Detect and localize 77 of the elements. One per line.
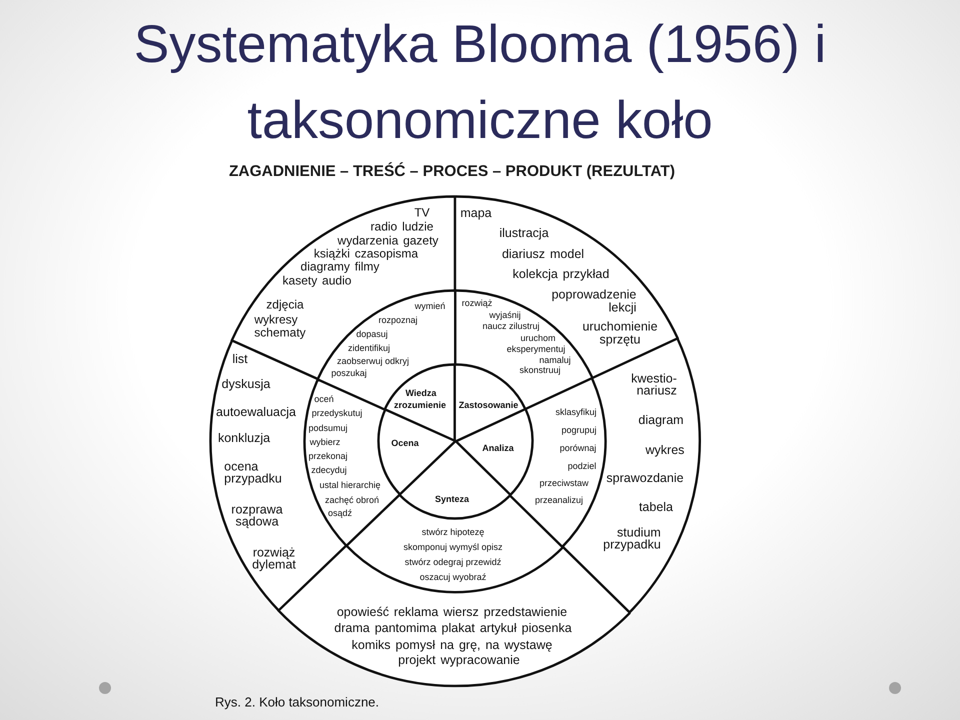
subheading: ZAGADNIENIE – TREŚĆ – PROCES – PRODUKT (REZULTAT) <box>228 163 676 181</box>
figure-caption: Rys. 2. Koło taksonomiczne. <box>215 696 380 710</box>
verb-label: ustal hierarchię <box>319 480 381 490</box>
verb-label: rozpoznaj <box>378 314 418 326</box>
verb-label: pogrupuj <box>561 424 596 436</box>
verb-label: dopasuj <box>356 328 388 340</box>
verb-label: przeciwstaw <box>539 478 588 488</box>
product-label: kwestio- nariusz <box>631 372 677 398</box>
verb-label: uruchom <box>520 332 556 344</box>
product-label: rozwiąż dylemat <box>252 546 296 572</box>
slide-title: Systematyka Blooma (1956) i taksonomiczne koło <box>132 14 828 152</box>
verb-label: wymień <box>414 300 446 312</box>
product-label: mapa <box>460 206 492 220</box>
product-label: uruchomienie sprzętu <box>582 320 658 346</box>
verb-label: wybierz <box>310 436 340 448</box>
product-label: książki czasopisma <box>314 247 418 261</box>
product-label: radio ludzie <box>370 220 434 234</box>
verb-label: przedyskutuj <box>312 408 362 418</box>
verb-label: porównaj <box>560 442 596 454</box>
product-label: dyskusja <box>222 376 270 391</box>
verb-label: naucz zilustruj <box>482 320 540 332</box>
wheel-sector <box>316 288 456 381</box>
verb-label: poszukaj <box>331 368 367 378</box>
level-label: Ocena <box>391 438 419 448</box>
product-label: drama pantomima plakat artykuł piosenka <box>334 620 572 635</box>
product-label: rozprawa sądowa <box>231 503 283 528</box>
product-label: opowieść reklama wiersz przedstawienie <box>336 604 568 619</box>
wheel-sector <box>230 194 456 342</box>
product-label: ocena przypadku <box>224 460 282 486</box>
verb-label: podsumuj <box>308 422 348 434</box>
level-label: Wiedza <box>406 388 436 398</box>
verb-label: osądź <box>328 508 352 518</box>
product-label: schematy <box>254 326 306 340</box>
product-label: autoewaluacja <box>216 404 296 419</box>
product-label: ilustracja <box>499 226 549 240</box>
product-label: diariusz model <box>502 247 584 261</box>
product-label: tabela <box>638 500 674 514</box>
level-label: Synteza <box>434 494 469 504</box>
product-label: kasety audio <box>282 274 352 288</box>
product-label: wykres <box>646 442 684 457</box>
verb-label: oszacuj wyobraź <box>420 572 486 582</box>
verb-label: przeanalizuj <box>534 494 583 506</box>
product-label: wykresy <box>254 313 298 327</box>
level-label: Analiza <box>482 442 514 454</box>
verb-label: stwórz hipotezę <box>422 526 484 538</box>
verb-label: zaobserwuj odkryj <box>336 356 409 366</box>
product-label: kolekcja przykład <box>512 267 610 281</box>
level-label: zrozumienie <box>394 400 446 410</box>
product-label: diagram <box>638 412 684 427</box>
verb-label: namaluj <box>539 354 571 366</box>
verb-label: oceń <box>314 394 334 404</box>
wheel-sector <box>302 378 386 547</box>
verb-label: skomponuj wymyśl opisz <box>403 542 502 552</box>
product-label: projekt wypracowanie <box>398 652 520 667</box>
product-label: diagramy filmy <box>300 260 380 274</box>
verb-label: sklasyfikuj <box>555 406 596 418</box>
product-label: wydarzenia gazety <box>338 234 438 248</box>
product-label: TV <box>414 206 430 220</box>
verb-label: stwórz odegraj przewidź <box>404 556 502 568</box>
product-label: poprowadzenie lekcji <box>552 288 636 314</box>
verb-label: eksperymentuj <box>506 344 566 354</box>
verb-label: zachęć obroń <box>324 494 380 506</box>
verb-label: wyjaśnij <box>489 310 521 320</box>
verb-label: skonstruuj <box>519 364 561 376</box>
product-label: sprawozdanie <box>606 470 684 485</box>
product-label: konkluzja <box>218 430 270 445</box>
level-label: Zastosowanie <box>458 400 518 410</box>
verb-label: zidentifikuj <box>348 342 390 353</box>
product-label: studium przypadku <box>603 526 661 552</box>
verb-label: rozwiąż <box>462 298 492 308</box>
verb-label: zdecyduj <box>311 464 347 476</box>
verb-label: podziel <box>568 460 596 472</box>
product-label: zdjęcia <box>266 298 304 312</box>
wheel-sector <box>454 407 534 496</box>
product-label: list <box>232 352 248 366</box>
verb-label: przekonaj <box>308 450 348 462</box>
product-label: komiks pomysł na grę, na wystawę <box>352 638 552 652</box>
